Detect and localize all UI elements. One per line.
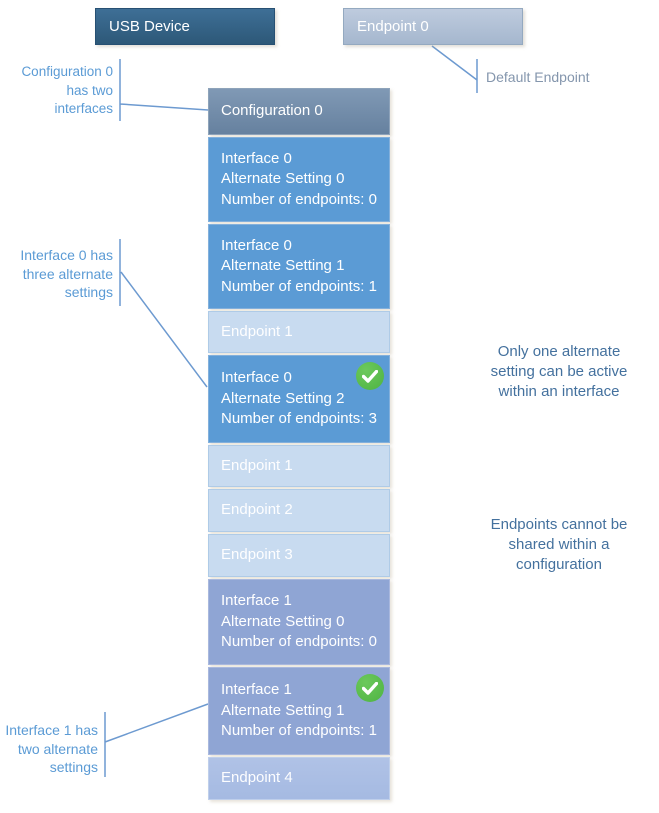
alternate-setting-note: Only one alternate setting can be active… (470, 342, 648, 402)
interface0-alt2-box: Interface 0 Alternate Setting 2 Number o… (208, 355, 390, 443)
interface1-alt0-line2: Alternate Setting 0 (221, 612, 345, 630)
endpoint-sharing-note-line1: Endpoints cannot be (490, 516, 628, 533)
endpoint2-box: Endpoint 2 (208, 489, 390, 532)
interface0-alt2-line2: Alternate Setting 2 (221, 389, 345, 407)
endpoint1-box: Endpoint 1 (208, 311, 390, 353)
endpoint2-label: Endpoint 2 (221, 501, 293, 519)
interface0-alt2-line3: Number of endpoints: 3 (221, 410, 377, 428)
interface0-callout-line3: settings (64, 284, 113, 300)
interface0-alt0-line1: Interface 0 (221, 149, 292, 167)
interface1-callout-line (104, 703, 209, 777)
interface1-alt1-box: Interface 1 Alternate Setting 1 Number o… (208, 667, 390, 755)
alternate-setting-note-line1: Only one alternate (497, 343, 621, 360)
configuration-callout: Configuration 0 has two interfaces (5, 63, 113, 119)
endpoint-sharing-note: Endpoints cannot be shared within a conf… (470, 515, 648, 575)
interface0-alt0-box: Interface 0 Alternate Setting 0 Number o… (208, 137, 390, 222)
configuration-callout-line1: Configuration 0 (21, 64, 113, 79)
interface0-alt1-line3: Number of endpoints: 1 (221, 277, 377, 295)
endpoint3-label: Endpoint 3 (221, 546, 293, 564)
endpoint0-box: Endpoint 0 (343, 8, 523, 45)
endpoint3-box: Endpoint 3 (208, 534, 390, 577)
alternate-setting-note-line3: within an interface (498, 383, 620, 400)
interface0-callout-line (119, 239, 208, 388)
interface1-callout-line1: Interface 1 has (5, 722, 98, 738)
active-check-icon (356, 674, 384, 702)
configuration-callout-line3: interfaces (54, 101, 113, 116)
interface1-callout: Interface 1 has two alternate settings (0, 721, 98, 777)
active-check-icon (356, 362, 384, 390)
interface0-alt2-line1: Interface 0 (221, 369, 292, 387)
endpoint4-label: Endpoint 4 (221, 769, 293, 787)
endpoint1b-label: Endpoint 1 (221, 456, 293, 474)
interface1-alt1-line1: Interface 1 (221, 681, 292, 699)
interface0-alt0-line3: Number of endpoints: 0 (221, 190, 377, 208)
default-endpoint-callout: Default Endpoint (486, 69, 590, 85)
interface1-alt1-line2: Alternate Setting 1 (221, 701, 345, 719)
configuration0-label: Configuration 0 (221, 102, 323, 120)
interface0-alt1-box: Interface 0 Alternate Setting 1 Number o… (208, 224, 390, 309)
interface1-alt0-box: Interface 1 Alternate Setting 0 Number o… (208, 579, 390, 665)
endpoint1b-box: Endpoint 1 (208, 445, 390, 487)
configuration-stack: Configuration 0 Interface 0 Alternate Se… (208, 88, 390, 802)
interface0-callout-line1: Interface 0 has (20, 247, 113, 263)
interface0-callout-line2: three alternate (22, 265, 113, 282)
interface1-alt0-line3: Number of endpoints: 0 (221, 633, 377, 651)
alternate-setting-note-line2: setting can be active (490, 363, 628, 380)
endpoint4-box: Endpoint 4 (208, 757, 390, 800)
endpoint-sharing-note-line2: shared within a (508, 536, 610, 553)
interface0-callout: Interface 0 has three alternate settings (0, 246, 113, 302)
usb-device-box: USB Device (95, 8, 275, 45)
interface1-callout-line3: settings (49, 759, 98, 775)
configuration0-box: Configuration 0 (208, 88, 390, 135)
configuration-callout-line2: has two (66, 82, 113, 98)
endpoint-sharing-note-line3: configuration (516, 556, 602, 573)
interface1-callout-line2: two alternate (17, 740, 98, 757)
default-endpoint-callout-line (431, 45, 478, 93)
interface0-alt1-line2: Alternate Setting 1 (221, 257, 345, 275)
config-callout-line (119, 59, 209, 121)
interface0-alt1-line1: Interface 0 (221, 236, 292, 254)
usb-device-label: USB Device (109, 18, 190, 35)
interface0-alt0-line2: Alternate Setting 0 (221, 170, 345, 188)
interface1-alt0-line1: Interface 1 (221, 592, 292, 610)
endpoint1-label: Endpoint 1 (221, 322, 293, 340)
endpoint0-label: Endpoint 0 (357, 18, 429, 35)
interface1-alt1-line3: Number of endpoints: 1 (221, 722, 377, 740)
